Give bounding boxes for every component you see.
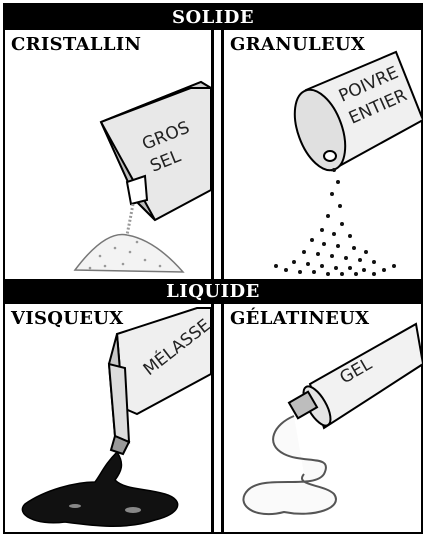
panel-granular: GRANULEUX POIVRE ENTIER [224, 30, 423, 279]
panel-divider [211, 304, 214, 534]
salt-box-illustration: GROS SEL [5, 30, 211, 279]
diagram-frame: SOLIDE LIQUIDE CRISTALLIN GROS SEL [3, 3, 423, 534]
molasses-carton-illustration: MÉLASSE [5, 304, 211, 534]
panel-gelatinous: GÉLATINEUX GEL [224, 304, 423, 534]
panel-divider [211, 30, 214, 279]
section-title-liquid: LIQUIDE [166, 281, 260, 302]
panel-crystalline: CRISTALLIN GROS SEL [5, 30, 211, 279]
section-title-solid: SOLIDE [172, 7, 254, 28]
pepper-can-illustration: POIVRE ENTIER [224, 30, 423, 279]
section-header-liquid: LIQUIDE [5, 279, 421, 304]
panel-viscous: VISQUEUX MÉLASSE [5, 304, 211, 534]
gel-tube-illustration: GEL [224, 304, 423, 534]
section-header-solid: SOLIDE [5, 5, 421, 30]
